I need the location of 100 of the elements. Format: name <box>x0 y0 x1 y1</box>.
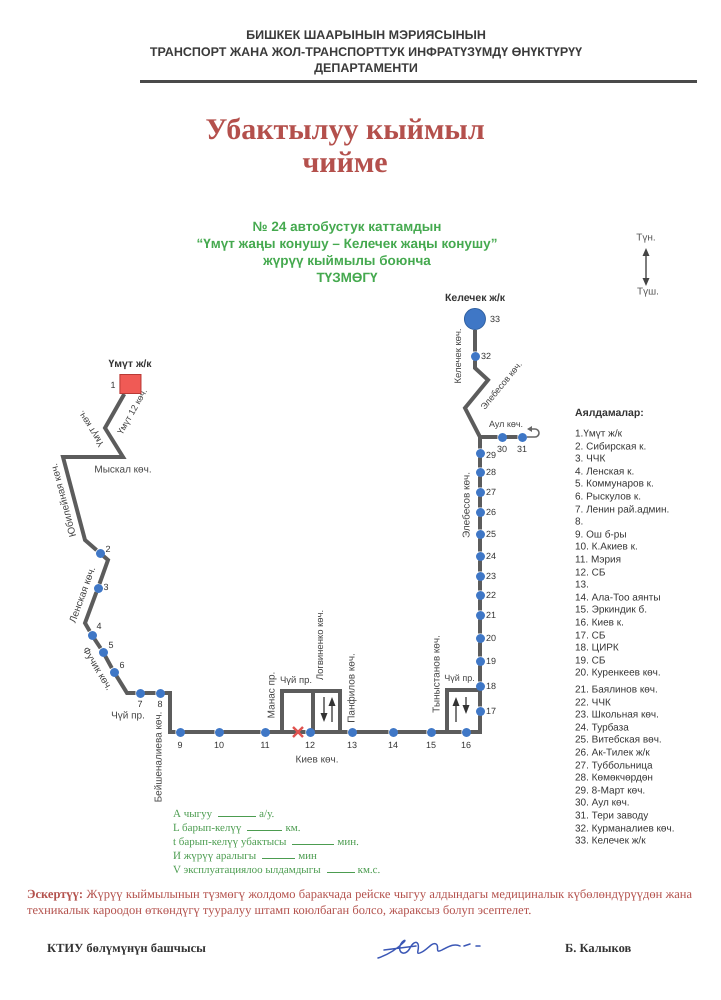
stop-list-item: 4. Ленская к. <box>575 466 634 478</box>
stop-number: 19 <box>486 656 496 666</box>
stop-number: 21 <box>486 610 496 620</box>
stop-number: 20 <box>486 633 496 643</box>
stop-number: 12 <box>305 740 315 750</box>
route-line <box>356 730 388 734</box>
stop-marker-icon <box>388 728 398 736</box>
stop-marker-icon <box>306 728 314 736</box>
unit-label: мин. <box>337 836 359 849</box>
stop-list-item: 5. Коммунаров к. <box>575 478 654 490</box>
route-line <box>436 730 462 734</box>
subtitle-text: № 24 автобустук каттамдын “Үмүт жаңы конушу – Келечек жаңы конушу” жүрүү кыймылы боюнча ТҮЗМӨГҮ <box>196 218 498 286</box>
stop-number: 16 <box>461 740 471 750</box>
stop-marker-icon <box>110 668 118 676</box>
route-line <box>478 496 482 508</box>
street-name: Чүй пр. <box>111 710 145 722</box>
stop-marker-icon <box>518 432 526 442</box>
route-line <box>270 730 306 734</box>
stop-list-item: 20. Куренкеев көч. <box>575 668 661 679</box>
route-line <box>478 538 482 552</box>
route-line <box>470 716 482 734</box>
stop-number: 10 <box>214 740 224 750</box>
stop-list-item: 14. Ала-Тоо аянты <box>575 592 661 604</box>
stop-number: 7 <box>138 699 142 709</box>
route-line <box>82 592 98 632</box>
stop-marker-icon <box>156 688 164 698</box>
street-name: Панфилов көч. <box>346 653 358 723</box>
stop-list-item: 24. Турбаза <box>575 722 629 734</box>
stop-marker-icon <box>96 548 104 558</box>
stop-marker-icon <box>476 448 484 458</box>
stop-list-item: 25. Витебская вөч. <box>575 734 662 746</box>
field-label: И жүрүү аралыгы <box>173 850 256 863</box>
route-line <box>92 638 102 650</box>
street-name: Манас пр. <box>266 672 278 718</box>
stop-number: 5 <box>108 640 114 650</box>
stop-marker-icon <box>476 634 484 642</box>
note-text: Эскертүү: Жүрүү кыймылынын түзмөгү жолдомо баракчада рейске чыгуу алдындагы медициналык күбөлөндүрүүдөн жана техникалык кароодон өткөндүгү тууралуу штамп коюлбаган болсо, жараксыз болуп эсептелет. <box>27 887 692 918</box>
route-line <box>478 642 482 656</box>
route-line <box>60 393 127 552</box>
route-line <box>506 435 518 439</box>
field-label: t барып-келүү убактысы <box>173 836 286 849</box>
stop-marker-icon <box>476 552 484 560</box>
stop-number: 22 <box>486 590 496 600</box>
diagram-title: Убактылуу кыймыл чийме <box>205 113 485 179</box>
stop-marker-icon <box>476 590 484 600</box>
route-line <box>164 691 176 734</box>
stop-list-item: 3. ЧЧК <box>575 454 606 465</box>
stop-list-item: 30. Аул көч. <box>575 798 630 809</box>
stop-list-item: 6. Рыскулов к. <box>575 492 641 502</box>
stop-list-item: 11. Мэрия <box>575 554 622 566</box>
street-name: Логвиненко көч. <box>316 610 326 680</box>
route-line <box>314 730 348 734</box>
stop-number: 15 <box>426 740 436 750</box>
street-name: Элебесов көч. <box>462 472 472 538</box>
stop-marker-icon <box>476 610 484 620</box>
stop-marker-icon <box>476 682 484 690</box>
route-line <box>478 666 482 682</box>
stop-number: 3 <box>104 582 108 592</box>
stop-list-item: 22. ЧЧК <box>575 697 611 708</box>
stop-marker-icon <box>476 488 484 496</box>
stop-list-item: 27. Туббольница <box>575 760 653 772</box>
stop-marker-icon <box>476 468 484 476</box>
stop-number: 23 <box>486 571 496 581</box>
field-label: А чыгуу <box>173 808 212 821</box>
stop-list-item: 33. Келечек ж/к <box>575 836 646 847</box>
stop-number: 26 <box>486 507 496 517</box>
stop-list-item: 2. Сибирская к. <box>575 441 646 452</box>
stop-number: 17 <box>486 706 496 716</box>
stop-list-item: 1.Үмүт ж/к <box>575 428 622 440</box>
route-line <box>478 560 482 572</box>
stop-number: 18 <box>486 681 496 691</box>
street-name: Чүй пр. <box>444 674 475 684</box>
stop-marker-icon <box>260 728 270 736</box>
terminal-name: Үмүт ж/к <box>108 358 152 371</box>
street-name: Киев көч. <box>296 754 338 766</box>
street-name: Мыскал көч. <box>94 464 152 476</box>
stop-list-item: 26. Ак-Тилек ж/к <box>575 748 650 758</box>
street-name: Бейшеналиева көч. <box>154 712 164 802</box>
stop-number: 27 <box>486 487 496 497</box>
compass-label: Түн. <box>636 232 656 244</box>
stop-number: 25 <box>486 529 496 539</box>
unit-label: км.с. <box>358 864 380 877</box>
compass-label: Түш. <box>637 286 659 298</box>
stop-number: 13 <box>347 740 357 750</box>
signatory-name: Б. Калыков <box>565 941 632 956</box>
stop-number: 33 <box>490 314 500 324</box>
stop-marker-icon <box>348 728 356 736</box>
route-line <box>144 691 156 695</box>
route-line <box>478 458 482 468</box>
stop-list-item: 9. Ош б-ры <box>575 529 627 540</box>
stop-marker-icon <box>476 530 484 538</box>
street-name: Келечек көч. <box>454 328 464 384</box>
stop-number: 24 <box>486 551 496 561</box>
signatory-title: КТИУ бөлүмүнүн башчысы <box>47 941 206 956</box>
stop-number: 32 <box>481 351 491 361</box>
stop-marker-icon <box>476 572 484 580</box>
route-line <box>184 730 214 734</box>
route-line <box>224 730 260 734</box>
stop-list-item: 31. Тери заводу <box>575 810 648 822</box>
route-line <box>98 554 110 584</box>
